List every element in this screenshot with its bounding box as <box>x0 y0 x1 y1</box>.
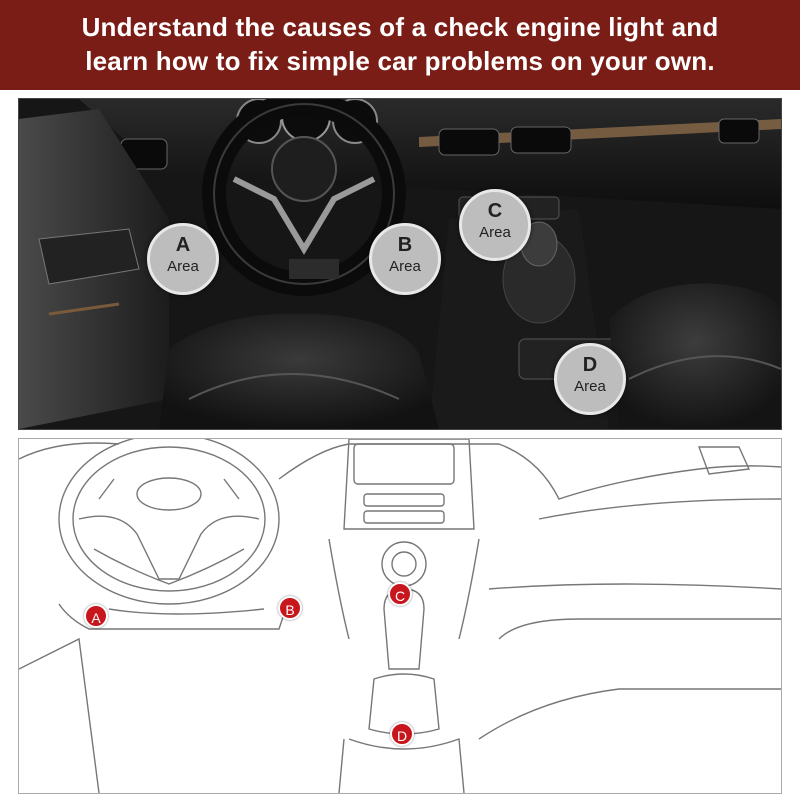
marker-c: C <box>383 577 417 611</box>
banner-line-2: learn how to fix simple car problems on … <box>85 46 715 76</box>
title-banner: Understand the causes of a check engine … <box>0 0 800 90</box>
marker-a-label: A <box>84 604 108 628</box>
area-a-badge: A Area <box>147 223 219 295</box>
interior-line-drawing: A B C D <box>18 438 782 794</box>
area-a-word: Area <box>167 258 199 275</box>
area-c-letter: C <box>487 200 503 222</box>
area-a-letter: A <box>175 234 191 256</box>
banner-line-1: Understand the causes of a check engine … <box>81 12 719 42</box>
area-b-badge: B Area <box>369 223 441 295</box>
interior-sketch-illustration <box>19 439 781 793</box>
marker-b-label: B <box>278 596 302 620</box>
area-d-letter: D <box>582 354 598 376</box>
marker-d: D <box>385 717 419 751</box>
area-b-letter: B <box>397 234 413 256</box>
area-d-word: Area <box>574 378 606 395</box>
area-c-badge: C Area <box>459 189 531 261</box>
area-d-badge: D Area <box>554 343 626 415</box>
marker-d-label: D <box>390 722 414 746</box>
marker-b: B <box>273 591 307 625</box>
marker-a: A <box>79 599 113 633</box>
car-interior-photo: A Area B Area C Area D Area <box>18 98 782 430</box>
area-b-word: Area <box>389 258 421 275</box>
marker-c-label: C <box>388 582 412 606</box>
area-c-word: Area <box>479 224 511 241</box>
car-interior-illustration <box>19 99 781 429</box>
